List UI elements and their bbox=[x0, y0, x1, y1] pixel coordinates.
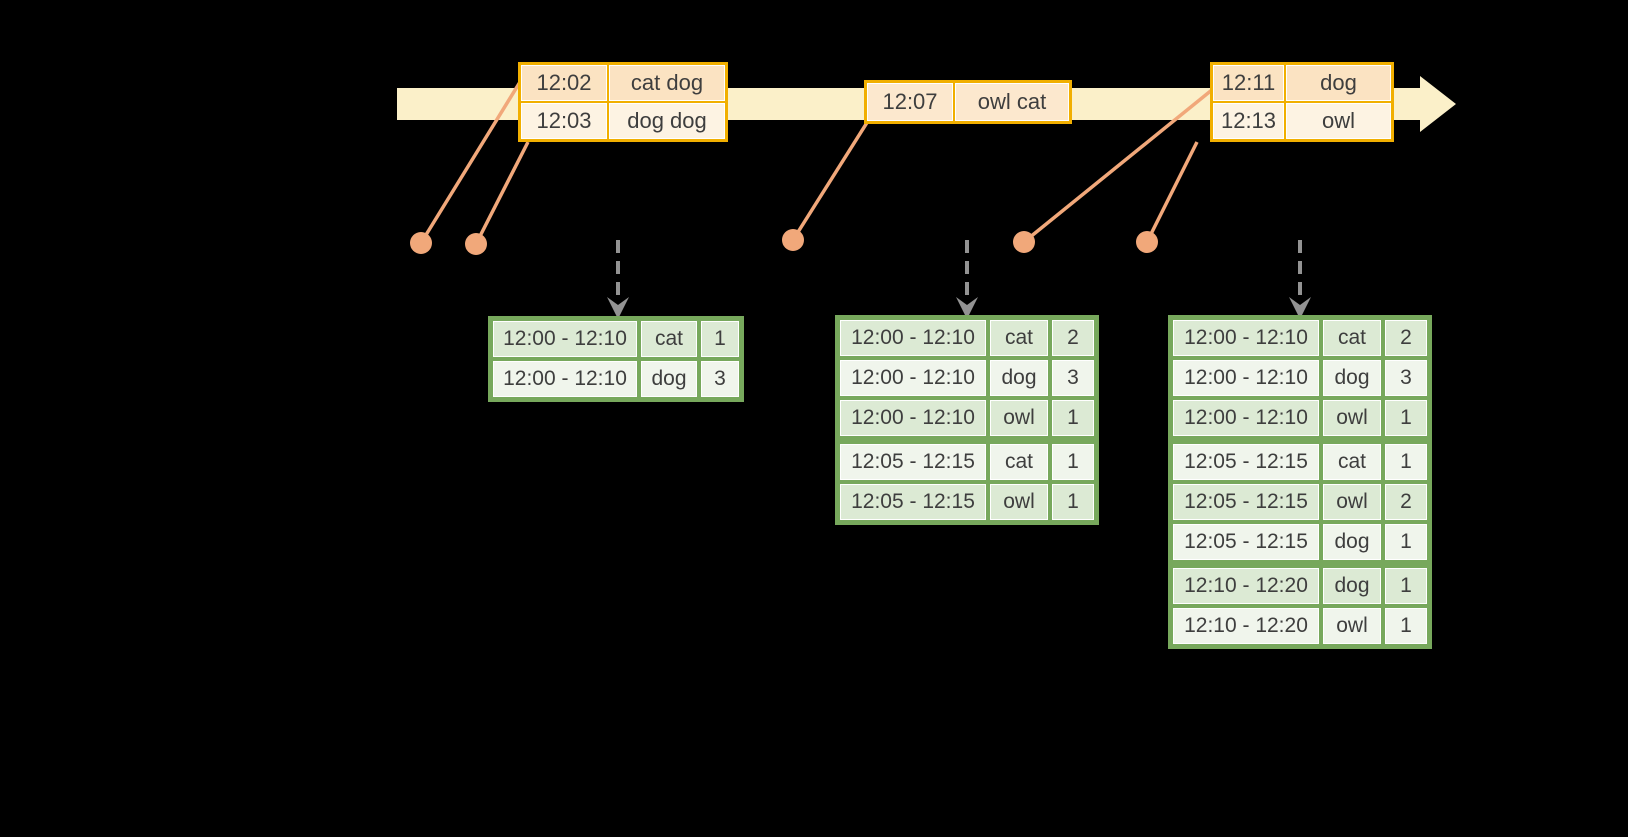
table-row: 12:00 - 12:10 owl 1 bbox=[840, 400, 1094, 436]
window-cell: 12:05 - 12:15 bbox=[1173, 524, 1319, 560]
word-cell: owl bbox=[1323, 484, 1381, 520]
table-row: 12:10 - 12:20 dog 1 bbox=[1173, 568, 1427, 604]
window-cell: 12:00 - 12:10 bbox=[840, 360, 986, 396]
event-connectors bbox=[419, 81, 1220, 245]
count-cell: 3 bbox=[1052, 360, 1094, 396]
trigger-arrowhead-icon bbox=[1289, 297, 1311, 319]
event-connector-line bbox=[474, 141, 530, 245]
event-connector-line bbox=[1145, 141, 1199, 243]
word-cell: cat bbox=[641, 321, 697, 357]
word-cell: owl bbox=[990, 400, 1048, 436]
count-cell: 2 bbox=[1385, 320, 1427, 356]
event-time-cell: 12:11 bbox=[1213, 65, 1284, 101]
count-cell: 1 bbox=[1052, 400, 1094, 436]
table-row: 12:00 - 12:10 dog 3 bbox=[1173, 360, 1427, 396]
word-cell: dog bbox=[1323, 568, 1381, 604]
trigger-arrowhead-icon bbox=[956, 297, 978, 319]
event-time-cell: 12:02 bbox=[521, 65, 607, 101]
trigger-arrows bbox=[607, 240, 1311, 319]
event-table-2: 12:07 owl cat bbox=[864, 80, 1072, 124]
table-row: 12:05 - 12:15 dog 1 bbox=[1173, 524, 1427, 560]
window-cell: 12:00 - 12:10 bbox=[493, 361, 637, 397]
count-cell: 3 bbox=[701, 361, 739, 397]
event-connector-line bbox=[791, 120, 870, 241]
table-row: 12:00 - 12:10 cat 2 bbox=[840, 320, 1094, 356]
event-words-cell: owl bbox=[1286, 103, 1391, 139]
count-cell: 3 bbox=[1385, 360, 1427, 396]
event-time-cell: 12:07 bbox=[867, 83, 953, 121]
word-cell: dog bbox=[641, 361, 697, 397]
word-cell: dog bbox=[1323, 524, 1381, 560]
word-cell: cat bbox=[990, 444, 1048, 480]
table-row: 12:05 - 12:15 cat 1 bbox=[1173, 444, 1427, 480]
event-dot bbox=[465, 233, 487, 255]
window-cell: 12:05 - 12:15 bbox=[1173, 444, 1319, 480]
word-cell: cat bbox=[1323, 444, 1381, 480]
count-cell: 1 bbox=[1385, 524, 1427, 560]
result-table-3: 12:00 - 12:10 cat 2 12:00 - 12:10 dog 3 … bbox=[1168, 315, 1432, 649]
window-cell: 12:00 - 12:10 bbox=[840, 400, 986, 436]
word-cell: dog bbox=[1323, 360, 1381, 396]
event-dot bbox=[1013, 231, 1035, 253]
table-row: 12:00 - 12:10 cat 2 bbox=[1173, 320, 1427, 356]
event-connector-line bbox=[419, 81, 522, 244]
word-cell: cat bbox=[990, 320, 1048, 356]
word-cell: owl bbox=[1323, 400, 1381, 436]
window-cell: 12:00 - 12:10 bbox=[840, 320, 986, 356]
count-cell: 1 bbox=[1052, 484, 1094, 520]
event-dots bbox=[410, 229, 1158, 255]
table-row: 12:00 - 12:10 dog 3 bbox=[840, 360, 1094, 396]
table-row: 12:05 - 12:15 owl 1 bbox=[840, 484, 1094, 520]
event-time-cell: 12:03 bbox=[521, 103, 607, 139]
event-connector-line bbox=[1022, 83, 1220, 244]
event-table-1: 12:02 cat dog 12:03 dog dog bbox=[518, 62, 728, 142]
count-cell: 1 bbox=[1052, 444, 1094, 480]
event-words-cell: owl cat bbox=[955, 83, 1069, 121]
event-words-cell: dog bbox=[1286, 65, 1391, 101]
table-row: 12:10 - 12:20 owl 1 bbox=[1173, 608, 1427, 644]
table-row: 12:00 - 12:10 owl 1 bbox=[1173, 400, 1427, 436]
count-cell: 1 bbox=[1385, 400, 1427, 436]
window-cell: 12:10 - 12:20 bbox=[1173, 568, 1319, 604]
window-cell: 12:05 - 12:15 bbox=[840, 484, 986, 520]
event-words-cell: dog dog bbox=[609, 103, 725, 139]
count-cell: 2 bbox=[1385, 484, 1427, 520]
table-row: 12:00 - 12:10 dog 3 bbox=[493, 361, 739, 397]
event-dot bbox=[410, 232, 432, 254]
word-cell: owl bbox=[990, 484, 1048, 520]
window-cell: 12:00 - 12:10 bbox=[1173, 320, 1319, 356]
table-row: 12:05 - 12:15 owl 2 bbox=[1173, 484, 1427, 520]
window-cell: 12:05 - 12:15 bbox=[840, 444, 986, 480]
word-cell: owl bbox=[1323, 608, 1381, 644]
count-cell: 1 bbox=[1385, 608, 1427, 644]
table-row: 12:00 - 12:10 cat 1 bbox=[493, 321, 739, 357]
result-table-2: 12:00 - 12:10 cat 2 12:00 - 12:10 dog 3 … bbox=[835, 315, 1099, 525]
word-cell: dog bbox=[990, 360, 1048, 396]
window-cell: 12:05 - 12:15 bbox=[1173, 484, 1319, 520]
window-cell: 12:00 - 12:10 bbox=[493, 321, 637, 357]
trigger-arrowhead-icon bbox=[607, 297, 629, 319]
table-row: 12:05 - 12:15 cat 1 bbox=[840, 444, 1094, 480]
window-cell: 12:00 - 12:10 bbox=[1173, 400, 1319, 436]
event-table-3: 12:11 dog 12:13 owl bbox=[1210, 62, 1394, 142]
event-dot bbox=[1136, 231, 1158, 253]
count-cell: 1 bbox=[1385, 444, 1427, 480]
window-cell: 12:10 - 12:20 bbox=[1173, 608, 1319, 644]
count-cell: 2 bbox=[1052, 320, 1094, 356]
count-cell: 1 bbox=[701, 321, 739, 357]
event-words-cell: cat dog bbox=[609, 65, 725, 101]
event-time-cell: 12:13 bbox=[1213, 103, 1284, 139]
word-cell: cat bbox=[1323, 320, 1381, 356]
timeline-arrowhead-icon bbox=[1420, 76, 1456, 132]
count-cell: 1 bbox=[1385, 568, 1427, 604]
result-table-1: 12:00 - 12:10 cat 1 12:00 - 12:10 dog 3 bbox=[488, 316, 744, 402]
event-dot bbox=[782, 229, 804, 251]
window-cell: 12:00 - 12:10 bbox=[1173, 360, 1319, 396]
